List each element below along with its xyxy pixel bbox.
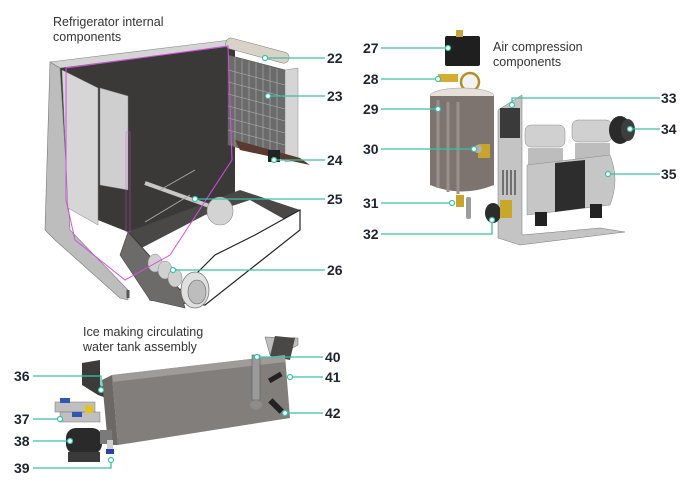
water-tank — [112, 355, 290, 445]
callout-32: 32 — [363, 226, 379, 242]
refrigerator-left-panel — [44, 61, 129, 301]
water-tank-group-title: Ice making circulating water tank assemb… — [83, 325, 204, 354]
air-compression-group-title: Air compression components — [493, 40, 583, 69]
refrigerator-assembly-drawing — [44, 37, 310, 309]
callout-27: 27 — [363, 40, 379, 56]
air-compression-drawing — [429, 30, 635, 246]
callout-22: 22 — [327, 50, 343, 66]
evaporator-grid — [227, 54, 299, 163]
callout-38: 38 — [14, 433, 30, 449]
solenoid-valve — [500, 108, 520, 138]
circulation-pump — [66, 428, 112, 462]
leader-36 — [33, 375, 102, 390]
pressure-switch — [445, 36, 480, 66]
callout-42: 42 — [325, 405, 341, 421]
callout-23: 23 — [327, 88, 343, 104]
air-tank — [430, 96, 494, 192]
callout-33: 33 — [661, 90, 677, 106]
callout-40: 40 — [325, 349, 341, 365]
ball-valves — [54, 398, 101, 423]
refrigerator-group-title: Refrigerator internal components — [53, 15, 164, 44]
callout-31: 31 — [363, 195, 379, 211]
leader-lines — [33, 47, 660, 469]
leader-33 — [511, 97, 660, 105]
callout-28: 28 — [363, 71, 379, 87]
dryer — [485, 203, 501, 223]
air-compressor — [524, 119, 616, 226]
callout-24: 24 — [327, 152, 343, 168]
leader-anchor-dots — [56, 44, 634, 464]
top-spray-tube — [225, 37, 290, 64]
callout-30: 30 — [363, 141, 379, 157]
callout-39: 39 — [14, 460, 30, 476]
callout-29: 29 — [363, 101, 379, 117]
callout-35: 35 — [661, 166, 677, 182]
callout-37: 37 — [14, 411, 30, 427]
callout-36: 36 — [14, 368, 30, 384]
auger — [147, 253, 210, 309]
callout-34: 34 — [661, 121, 677, 137]
callout-41: 41 — [325, 369, 341, 385]
water-tank-drawing — [54, 336, 299, 462]
leader-32 — [381, 220, 493, 235]
callout-25: 25 — [327, 191, 343, 207]
callout-26: 26 — [327, 262, 343, 278]
